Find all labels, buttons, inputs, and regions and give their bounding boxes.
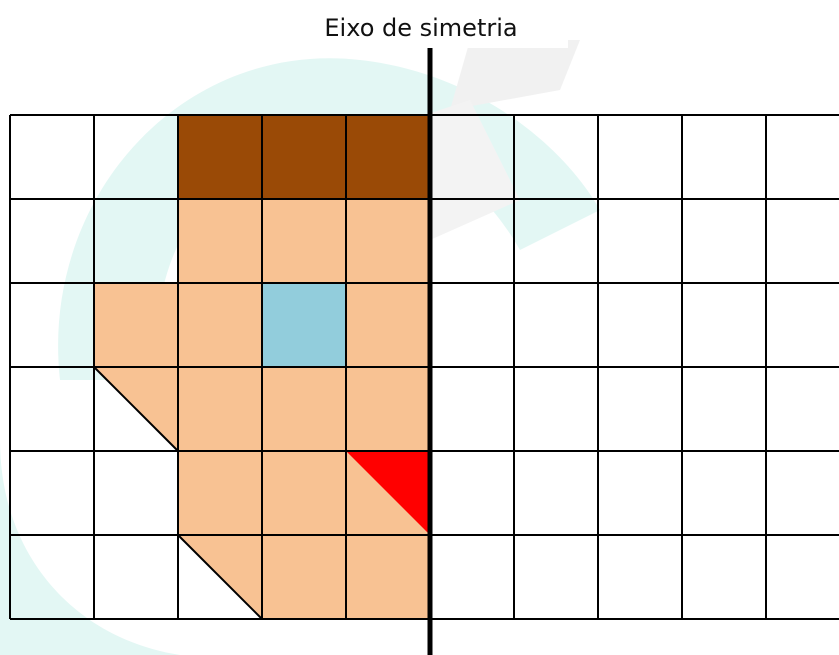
cell-r3-c2-skin [178,367,262,451]
cell-r0-c2-brown [178,115,262,199]
cell-r0-c4-brown [346,115,430,199]
cell-r3-c4-skin [346,367,430,451]
cell-r1-c4-skin [346,199,430,283]
cell-r1-c3-skin [262,199,346,283]
cell-r0-c3-brown [262,115,346,199]
cell-r4-c3-skin [262,451,346,535]
cell-r4-c2-skin [178,451,262,535]
cell-r3-c3-skin [262,367,346,451]
cell-r5-c4-skin [346,535,430,619]
cell-r5-c3-skin [262,535,346,619]
cell-r1-c2-skin [178,199,262,283]
cell-r2-c3-blue [262,283,346,367]
cell-r2-c1-skin [94,283,178,367]
cell-r2-c2-skin [178,283,262,367]
cell-r2-c4-skin [346,283,430,367]
